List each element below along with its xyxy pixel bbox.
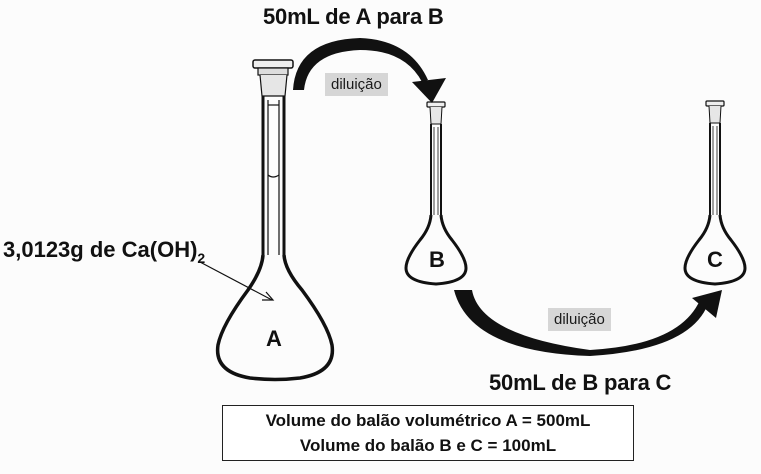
volume-info-box: Volume do balão volumétrico A = 500mL Vo… (222, 405, 634, 461)
flask-b-label: B (429, 247, 445, 272)
dilution-tag-1: diluição (325, 73, 388, 96)
flask-a-label: A (266, 326, 282, 351)
solute-mass-text: 3,0123g de Ca(OH) (3, 237, 198, 262)
pointer-arrow-icon (199, 261, 275, 301)
info-line-1: Volume do balão volumétrico A = 500mL (265, 411, 591, 430)
curved-arrow-b-to-c-icon (454, 290, 722, 356)
transfer-label-b-to-c: 50mL de B para C (489, 370, 672, 395)
volumetric-flask-c-icon (683, 100, 747, 286)
dilution-tag-2: diluição (548, 308, 611, 331)
formula-subscript: 2 (197, 250, 206, 266)
flask-c-label: C (707, 247, 723, 272)
volumetric-flask-b-icon (404, 101, 468, 286)
info-line-2: Volume do balão B e C = 100mL (299, 436, 557, 455)
transfer-label-a-to-b: 50mL de A para B (263, 4, 444, 29)
curved-arrow-a-to-b-icon (293, 38, 446, 103)
solute-mass-label: 3,0123g de Ca(OH)2 (3, 237, 205, 266)
volumetric-flask-a-icon (215, 59, 335, 382)
